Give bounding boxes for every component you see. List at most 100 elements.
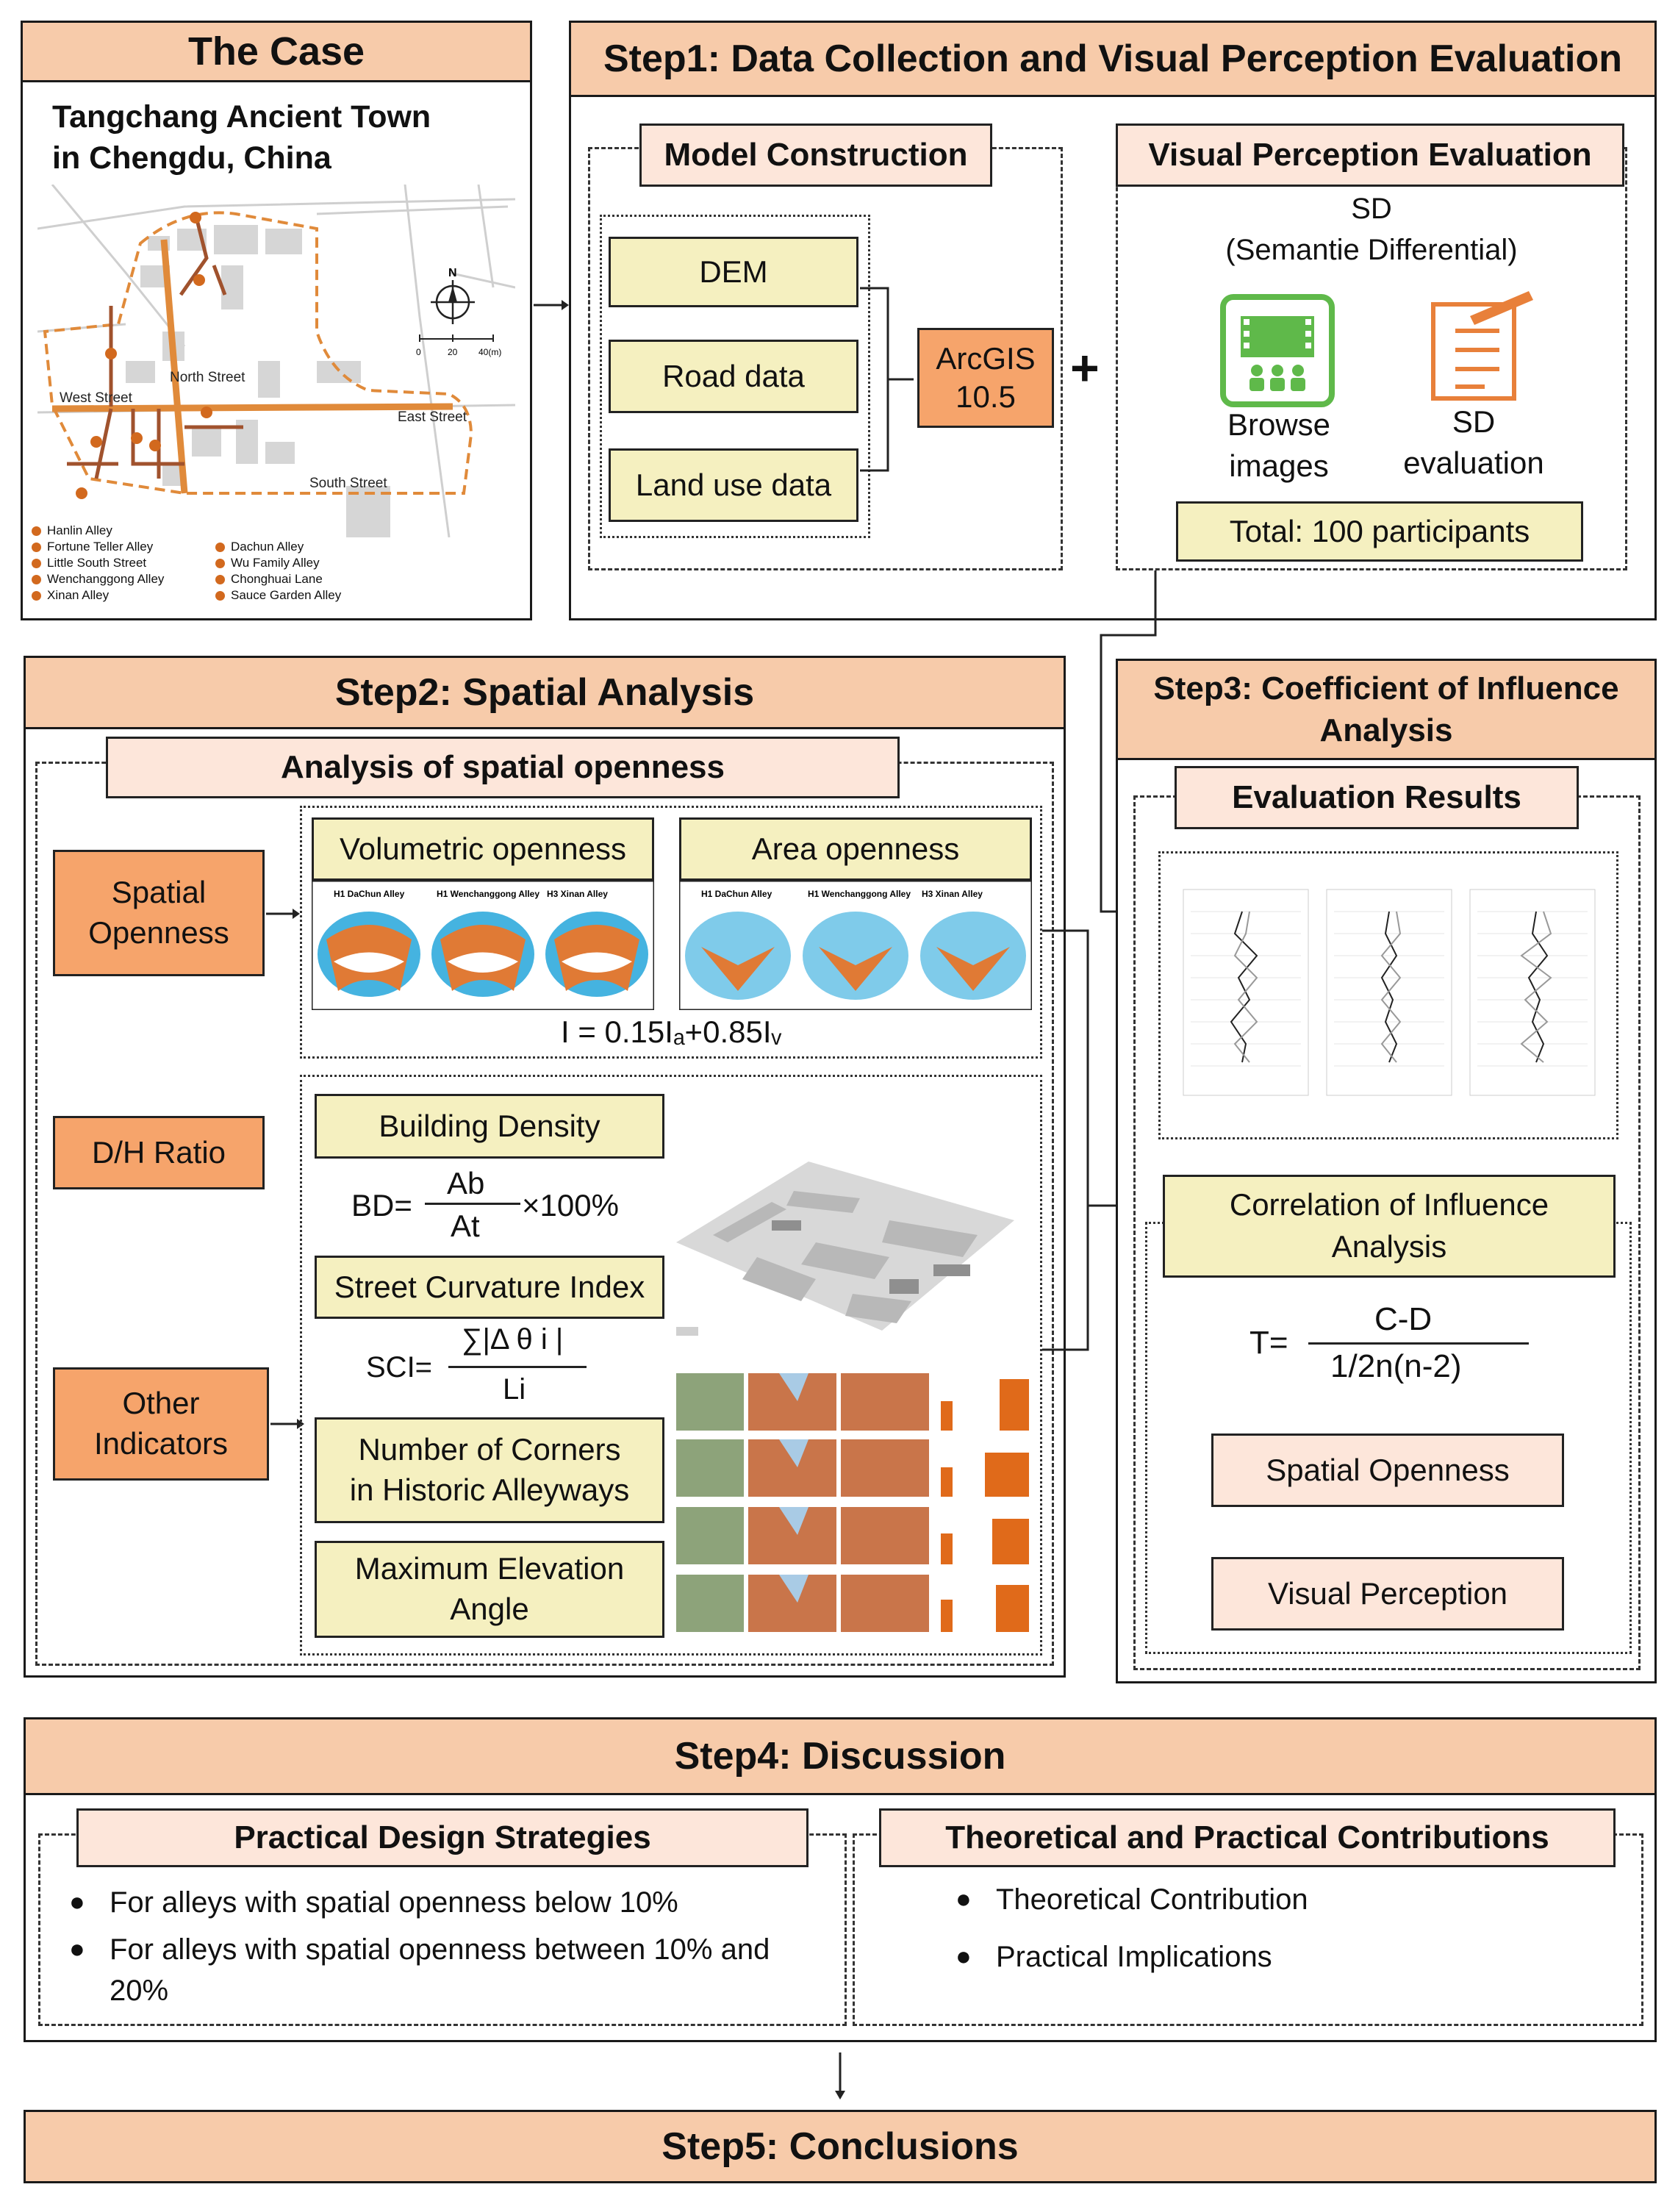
t-numerator: C-D (1374, 1301, 1433, 1337)
map-label-east: East Street (398, 409, 467, 425)
legend-item: Sauce Garden Alley (215, 587, 341, 604)
legend-item: Hanlin Alley (32, 523, 164, 539)
sdeval-line1: SD (1452, 404, 1496, 439)
bd-fraction-bar (425, 1203, 520, 1205)
scale-40: 40(m) (478, 347, 501, 357)
other-line2: Indicators (93, 1426, 229, 1461)
volumetric-openness-thumbnails: H1 DaChun Alley H1 Wenchanggong Alley H3… (312, 881, 654, 1010)
building-density-title: Building Density (315, 1094, 664, 1159)
north-arrow-icon: N 0 20 40(m) (416, 267, 501, 357)
case-title-line1: Tangchang Ancient Town (52, 99, 431, 135)
correlation-title: Correlation of Influence Analysis (1163, 1175, 1616, 1278)
arcgis-box: ArcGIS 10.5 (917, 328, 1054, 428)
openness-formula: I = 0.15Iₐ+0.85Iᵥ (560, 1014, 781, 1049)
legend-label: Chonghuai Lane (231, 572, 323, 586)
sci-prefix: SCI= (366, 1351, 433, 1384)
legend-marker-icon (32, 591, 41, 601)
map-label-west: West Street (60, 390, 133, 406)
sci-denominator: Li (503, 1373, 526, 1406)
alley-photo-grid (669, 1372, 1036, 1644)
area-thumb-label-1: H1 DaChun Alley (701, 889, 772, 899)
map-label-south: South Street (309, 476, 387, 491)
legend-label: Little South Street (47, 556, 147, 570)
arrow-spatial-openness (266, 909, 300, 919)
inputs-frame (600, 215, 870, 538)
other-indicators-box: Other Indicators (53, 1367, 269, 1481)
bullet-icon: ● (69, 1933, 85, 1964)
correlation-line2: Analysis (1331, 1229, 1447, 1264)
legend-marker-icon (32, 526, 41, 537)
indicators-frame (300, 1075, 1042, 1656)
legend-item: Little South Street (32, 555, 164, 571)
case-header: The Case (23, 23, 530, 82)
evaluation-results-frame (1158, 851, 1618, 1139)
spatial-openness-box: Spatial Openness (53, 850, 265, 976)
browse-line2: images (1229, 448, 1329, 483)
bullet-icon: ● (955, 1941, 972, 1971)
legend-label: Sauce Garden Alley (231, 588, 342, 602)
arcgis-line2: 10.5 (955, 379, 1016, 414)
arrow-case-to-step1 (534, 300, 569, 310)
browse-images-label: Browse images (1191, 404, 1367, 487)
contrib-item-1: ● Theoretical Contribution (955, 1879, 1617, 1920)
contrib-item-2: ● Practical Implications (955, 1936, 1617, 1977)
legend-item: Dachun Alley (215, 539, 341, 555)
contrib-text-1: Theoretical Contribution (996, 1883, 1308, 1916)
arcgis-line1: ArcGIS (936, 340, 1036, 376)
bd-denominator: At (451, 1209, 480, 1243)
strategies-title: Practical Design Strategies (76, 1808, 808, 1867)
scale-20: 20 (448, 347, 458, 357)
model-construction-title: Model Construction (639, 124, 992, 187)
inputs-connector (860, 287, 914, 472)
t-denominator: 1/2n(n-2) (1330, 1348, 1462, 1384)
strategy-item-2: ●For alleys with spatial openness betwee… (69, 1929, 833, 2011)
legend-label: Dachun Alley (231, 540, 304, 554)
bullet-icon: ● (955, 1883, 972, 1914)
legend-item: Wu Family Alley (215, 555, 341, 571)
sd-profile-charts (1183, 889, 1596, 1096)
scale-0: 0 (416, 347, 421, 357)
case-title-line2: in Chengdu, China (52, 140, 331, 176)
street-curvature-title: Street Curvature Index (315, 1256, 664, 1319)
step3-header-line1: Step3: Coefficient of Influence (1153, 670, 1619, 706)
step4-panel: Step4: Discussion (24, 1717, 1657, 2042)
legend-label: Wu Family Alley (231, 556, 320, 570)
contrib-text-2: Practical Implications (996, 1941, 1272, 1973)
evaluation-results-title: Evaluation Results (1175, 766, 1579, 829)
step1-header: Step1: Data Collection and Visual Percep… (571, 23, 1654, 97)
corners-line1: Number of Corners (358, 1432, 621, 1467)
spatial-openness-line1: Spatial (111, 875, 207, 910)
legend-label: Wenchanggong Alley (47, 572, 165, 586)
legend-item: Chonghuai Lane (215, 571, 341, 587)
vpe-title: Visual Perception Evaluation (1116, 124, 1624, 187)
sci-fraction-bar (448, 1366, 587, 1368)
dh-ratio-box: D/H Ratio (53, 1116, 265, 1189)
map-label-north: North Street (170, 370, 245, 385)
corners-title: Number of Corners in Historic Alleyways (315, 1417, 664, 1523)
step4-header: Step4: Discussion (26, 1719, 1654, 1795)
legend-label: Hanlin Alley (47, 523, 112, 537)
compass-label: N (448, 267, 457, 279)
input-land-use-data: Land use data (609, 448, 858, 522)
browse-images-icon (1220, 294, 1335, 407)
sd-evaluation-label: SD evaluation (1382, 401, 1566, 484)
sd-line2: (Semantie Differential) (1225, 234, 1518, 266)
sci-formula: SCI= ∑|Δ θ i | Li (366, 1323, 675, 1411)
sd-line1: SD (1351, 193, 1392, 225)
bullet-icon: ● (69, 1886, 85, 1916)
spatial-openness-result: Spatial Openness (1211, 1433, 1564, 1507)
legend-marker-icon (32, 575, 41, 585)
plus-sign: + (1070, 340, 1100, 396)
case-panel: The Case Tangchang Ancient Town in Cheng… (21, 21, 532, 620)
area-thumb-label-2: H1 Wenchanggong Alley (808, 889, 911, 899)
elev-line1: Maximum Elevation (354, 1551, 625, 1586)
case-title: Tangchang Ancient Town in Chengdu, China (52, 96, 431, 179)
legend-item: Wenchanggong Alley (32, 571, 164, 587)
spatial-openness-line2: Openness (88, 915, 229, 950)
legend-marker-icon (32, 543, 41, 553)
legend-label: Fortune Teller Alley (47, 540, 154, 554)
sd-label: SD (Semantie Differential) (1116, 188, 1627, 271)
elevation-title: Maximum Elevation Angle (315, 1541, 664, 1638)
town-3d-model-image (676, 1162, 1014, 1336)
